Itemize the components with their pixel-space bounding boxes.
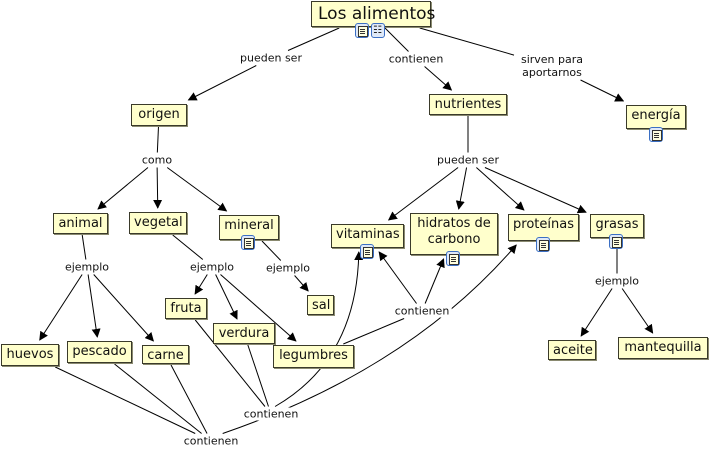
concept-huevos[interactable]: huevos — [1, 344, 59, 366]
link-pueden-ser[interactable]: pueden ser — [435, 153, 501, 167]
concept-los-alimentos[interactable]: Los alimentos — [311, 1, 435, 27]
concept-nutrientes[interactable]: nutrientes — [429, 94, 507, 115]
concept-aceite[interactable]: aceite — [548, 340, 596, 360]
link-como[interactable]: como — [139, 153, 175, 167]
concept-carne[interactable]: carne — [142, 345, 189, 364]
connection-l_ej_grasas-to-aceite — [580, 288, 613, 337]
document-icon[interactable] — [446, 251, 460, 266]
document-icon[interactable] — [649, 127, 663, 142]
connection-l_ej_vegetal-to-legumbres — [220, 274, 297, 342]
connection-l_pueden2-to-vitaminas — [387, 167, 459, 221]
connection-legumbres-to-l_contienen_mid — [343, 318, 405, 345]
link-contienen[interactable]: contienen — [241, 407, 301, 421]
connection-l_pueden2-to-proteinas — [476, 167, 525, 211]
connection-alimentos-to-l_contienen_top — [384, 27, 409, 52]
link-ejemplo[interactable]: ejemplo — [62, 260, 112, 274]
connection-pescado-to-l_contienen_bottom — [114, 363, 202, 434]
connection-fruta-to-l_contienen_low — [194, 319, 266, 407]
document-icon[interactable] — [609, 234, 623, 249]
connection-verdura-to-l_contienen_low — [247, 344, 269, 407]
connection-alimentos-to-l_pueden1 — [287, 27, 340, 51]
connection-l_contienen_top-to-nutrientes — [424, 66, 453, 91]
link-pueden-ser[interactable]: pueden ser — [238, 51, 304, 65]
connection-l_sirven-to-energia — [580, 79, 625, 102]
connection-l_ej_animal-to-carne — [93, 274, 154, 342]
link-contienen[interactable]: contienen — [386, 52, 446, 66]
document-icon[interactable] — [360, 244, 374, 259]
connection-l_ej_vegetal-to-fruta — [194, 274, 208, 295]
link-ejemplo[interactable]: ejemplo — [592, 274, 642, 288]
connection-l_ej_animal-to-huevos — [39, 274, 83, 341]
connection-huevos-to-l_contienen_bottom — [55, 366, 196, 434]
connection-alimentos-to-l_sirven — [419, 27, 515, 56]
connection-l_ej_grasas-to-mantequilla — [621, 288, 654, 334]
connection-l_contienen_mid-to-hidratos — [424, 258, 445, 304]
concept-vegetal[interactable]: vegetal — [129, 212, 187, 234]
connection-l_ej_animal-to-pescado — [87, 274, 101, 338]
connection-vegetal-to-l_ej_vegetal — [172, 234, 204, 260]
concept-energia[interactable]: energía — [626, 105, 686, 129]
connection-l_pueden2-to-hidratos — [455, 167, 468, 210]
connection-carne-to-l_contienen_bottom — [170, 364, 208, 434]
connection-l_contienen_low-to-vitaminas — [274, 251, 364, 407]
concept-proteinas[interactable]: proteínas — [508, 214, 579, 241]
concept-fruta[interactable]: fruta — [165, 298, 207, 319]
link-ejemplo[interactable]: ejemplo — [263, 261, 313, 275]
document-icon[interactable] — [355, 23, 369, 38]
connection-l_ej_mineral-to-sal — [294, 275, 309, 292]
link-contienen[interactable]: contienen — [392, 304, 452, 318]
connection-l_pueden1-to-origen — [187, 65, 257, 101]
connection-l_pueden2-to-grasas — [484, 167, 587, 214]
concept-legumbres[interactable]: legumbres — [273, 345, 354, 368]
link-contienen[interactable]: contienen — [181, 434, 241, 448]
link-ejemplo[interactable]: ejemplo — [187, 260, 237, 274]
document-icon[interactable] — [536, 237, 550, 252]
document-icon[interactable] — [241, 235, 255, 250]
concept-verdura[interactable]: verdura — [213, 323, 275, 344]
concept-sal[interactable]: sal — [307, 295, 334, 315]
connection-animal-to-l_ej_animal — [81, 234, 87, 260]
concept-origen[interactable]: origen — [131, 104, 187, 126]
concept-mantequilla[interactable]: mantequilla — [618, 337, 708, 359]
concept-hidratos-de-carbono[interactable]: hidratos de carbono — [410, 213, 498, 255]
connection-l_contienen_mid-to-vitaminas — [378, 251, 417, 304]
connection-l_como-to-vegetal — [153, 167, 163, 209]
connection-origen-to-l_como — [156, 126, 159, 153]
connection-mineral-to-l_ej_mineral — [261, 240, 282, 261]
link-sirven-para-aportarnos[interactable]: sirven para aportarnos — [515, 53, 589, 79]
connection-l_como-to-animal — [97, 167, 149, 210]
concept-pescado[interactable]: pescado — [67, 341, 132, 363]
connection-l_como-to-mineral — [166, 167, 228, 212]
connection-l_ej_vegetal-to-verdura — [215, 274, 238, 320]
concept-animal[interactable]: animal — [53, 213, 108, 234]
submap-icon[interactable]: ☷ — [371, 23, 385, 38]
